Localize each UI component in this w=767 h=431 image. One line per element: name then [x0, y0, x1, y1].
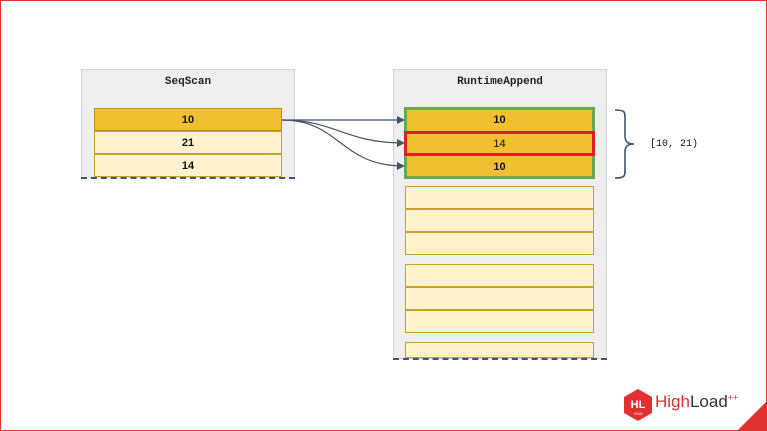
empty-slot	[405, 209, 594, 232]
seqscan-row-3: 14	[94, 154, 282, 177]
range-label: [10, 21)	[650, 139, 699, 150]
arrow-to-row-2	[281, 119, 405, 147]
brand-sup: ++	[727, 392, 739, 403]
brand-wordmark: HighLoad++	[655, 392, 738, 412]
seqscan-row-2: 21	[94, 131, 282, 154]
runtime-append-title: RuntimeAppend	[457, 76, 543, 88]
empty-slot	[405, 310, 594, 333]
empty-slot	[405, 232, 594, 255]
empty-slot	[405, 342, 594, 358]
brand-part-load: Load	[689, 392, 728, 411]
logo-badge-text: HL	[631, 399, 646, 411]
brand-part-high: High	[655, 392, 690, 411]
empty-slot	[405, 264, 594, 287]
seqscan-dashed-edge	[81, 177, 295, 179]
seqscan-title: SeqScan	[164, 76, 212, 88]
range-brace	[614, 109, 635, 179]
empty-slot	[405, 186, 594, 209]
slide-corner-accent	[737, 401, 767, 431]
highload-logo-icon: HL 2016	[624, 389, 652, 421]
logo-badge-year: 2016	[634, 411, 644, 416]
runtime-append-dashed-edge	[393, 358, 607, 360]
seqscan-row-1: 10	[94, 108, 282, 131]
empty-slot	[405, 287, 594, 310]
arrow-to-row-3	[281, 119, 405, 170]
